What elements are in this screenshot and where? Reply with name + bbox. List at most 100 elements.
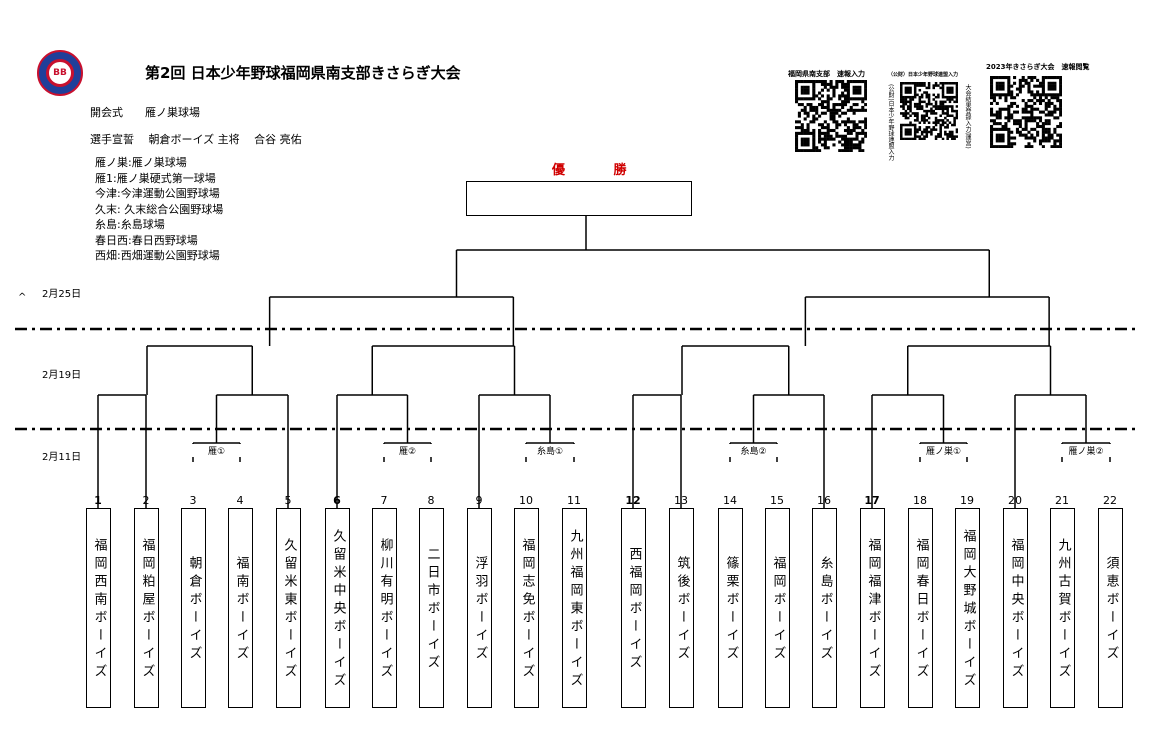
qr-module xyxy=(990,119,994,123)
qr-module xyxy=(944,112,947,115)
qr-module xyxy=(904,100,908,104)
qr-module xyxy=(846,137,850,141)
qr-module xyxy=(1021,76,1025,80)
qr-module xyxy=(953,116,956,120)
team-name-box: 久留米中央ボーイズ xyxy=(324,508,350,708)
qr-module xyxy=(1050,136,1054,140)
qr-module xyxy=(1047,122,1051,126)
qr-module xyxy=(932,98,935,101)
qr-module xyxy=(955,100,958,104)
qr-module xyxy=(934,95,938,99)
qr-module xyxy=(923,84,926,87)
qr-module xyxy=(829,114,833,118)
qr-module xyxy=(995,113,999,117)
qr-label: 福岡県南支部 速報入力 xyxy=(788,70,865,78)
caret-mark: ^ xyxy=(18,292,27,303)
qr-module xyxy=(1041,130,1045,134)
qr-module xyxy=(1050,81,1054,85)
qr-module xyxy=(815,149,819,152)
qr-code-3[interactable] xyxy=(990,76,1062,148)
qr-code-1[interactable] xyxy=(795,80,867,152)
qr-module xyxy=(1030,110,1034,114)
qr-module xyxy=(803,143,807,147)
qr-module xyxy=(809,108,813,112)
qr-module xyxy=(1056,93,1060,97)
qr-module xyxy=(941,84,945,87)
qr-module xyxy=(823,100,827,104)
qr-module xyxy=(1044,107,1048,111)
qr-module xyxy=(1001,76,1005,80)
qr-module xyxy=(920,119,924,122)
qr-module xyxy=(998,127,1002,131)
qr-module xyxy=(990,107,994,111)
qr-module xyxy=(913,84,917,87)
team-number: 16 xyxy=(817,494,831,507)
qr-module xyxy=(841,149,845,152)
qr-module xyxy=(1050,133,1054,137)
qr-module xyxy=(1053,116,1057,120)
qr-module xyxy=(820,131,824,135)
qr-module xyxy=(953,109,956,113)
qr-module xyxy=(911,123,915,127)
qr-module xyxy=(812,137,816,141)
qr-module xyxy=(948,88,952,92)
qr-module xyxy=(927,116,931,120)
qr-module xyxy=(1027,119,1031,123)
qr-module xyxy=(838,108,842,112)
team-name-box: 二日市ボーイズ xyxy=(418,508,444,708)
qr-module xyxy=(918,107,922,111)
qr-module xyxy=(849,149,853,152)
qr-module xyxy=(916,130,919,134)
qr-module xyxy=(858,97,862,101)
qr-module xyxy=(843,146,848,150)
qr-module xyxy=(1050,76,1054,80)
qr-module xyxy=(902,123,905,127)
qr-module xyxy=(1021,99,1025,103)
round1-venue-tag: 糸島② xyxy=(727,444,780,457)
qr-module xyxy=(795,97,799,101)
qr-module xyxy=(1038,99,1043,103)
qr-module xyxy=(909,107,912,111)
qr-module xyxy=(930,130,933,134)
qr-module xyxy=(820,80,824,84)
qr-module xyxy=(815,117,819,121)
qr-module xyxy=(864,94,867,98)
qr-module xyxy=(1047,133,1051,137)
qr-module xyxy=(861,149,865,152)
qr-module xyxy=(841,105,845,109)
qr-module xyxy=(797,149,801,152)
qr-module xyxy=(906,123,910,127)
qr-module xyxy=(823,131,827,135)
qr-module xyxy=(946,95,949,99)
qr-module xyxy=(900,128,903,131)
qr-module xyxy=(920,137,924,140)
qr-module xyxy=(829,108,833,112)
qr-module xyxy=(948,95,952,99)
team-name-box: 福岡中央ボーイズ xyxy=(1002,508,1028,708)
qr-module xyxy=(951,88,954,92)
qr-module xyxy=(806,103,810,107)
qr-module xyxy=(925,126,929,129)
qr-module xyxy=(941,121,945,124)
qr-module xyxy=(1001,139,1005,143)
qr-module xyxy=(937,135,940,138)
qr-module xyxy=(843,128,848,133)
qr-module xyxy=(803,88,807,92)
qr-module xyxy=(852,103,856,107)
qr-module xyxy=(826,123,830,127)
qr-code-2[interactable] xyxy=(900,82,958,140)
venue-legend: 雁ノ巣:雁ノ巣球場 雁1:雁ノ巣硬式第一球場 今津:今津運動公園野球場 久末: … xyxy=(95,155,223,264)
qr-module xyxy=(1041,76,1045,80)
qr-module xyxy=(948,135,952,138)
qr-module xyxy=(852,88,856,92)
qr-module xyxy=(835,103,839,107)
team-number: 6 xyxy=(333,494,341,507)
qr-module xyxy=(861,120,865,124)
qr-module xyxy=(1059,124,1062,129)
qr-module xyxy=(1018,81,1022,85)
qr-side-caption: (公財)日本少年野球連盟入力 xyxy=(887,84,894,161)
qr-module xyxy=(944,133,947,136)
qr-module xyxy=(990,81,994,85)
qr-module xyxy=(832,117,836,121)
qr-module xyxy=(946,112,949,115)
